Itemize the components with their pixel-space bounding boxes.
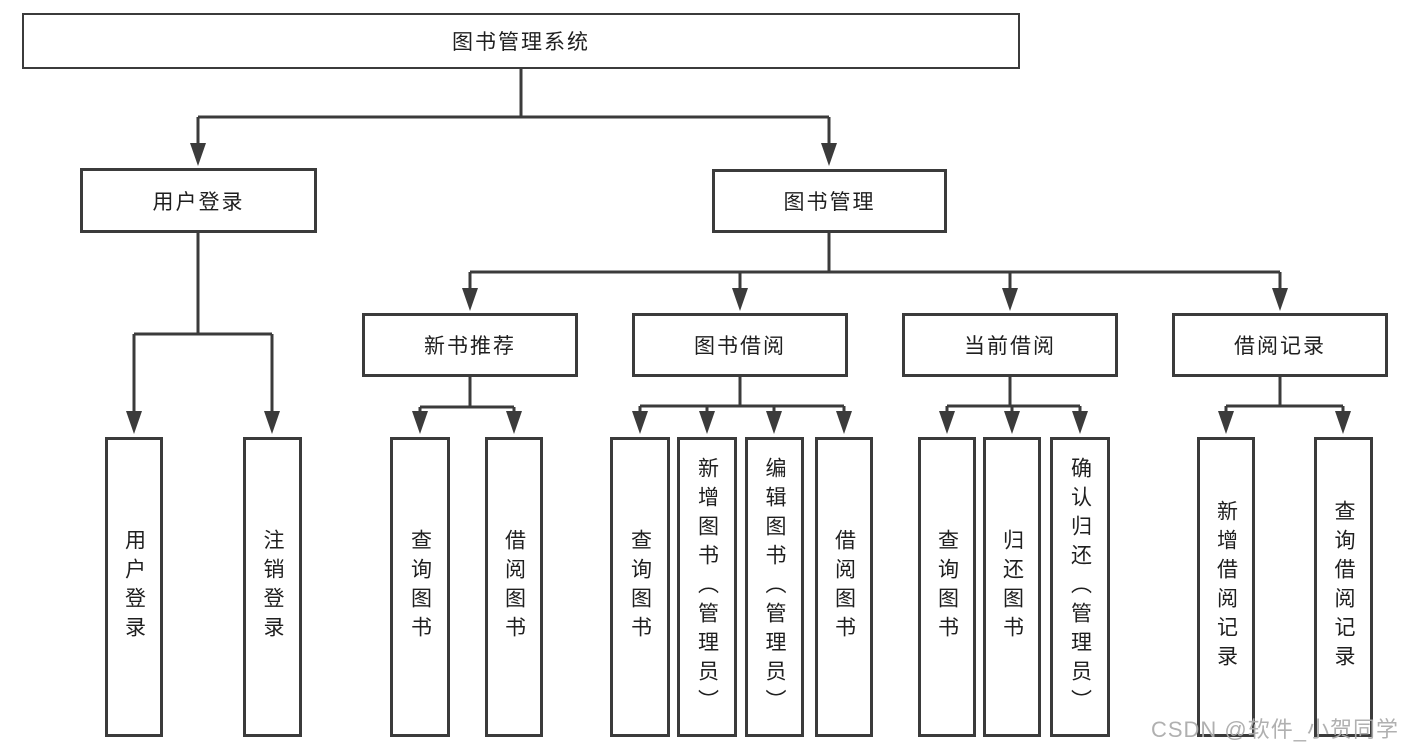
- leaf-user-login: 用户登录: [105, 437, 163, 737]
- leaf-search-books-borrowing: 查询图书: [610, 437, 670, 737]
- node-book-management: 图书管理: [712, 169, 947, 233]
- node-current-borrowing: 当前借阅: [902, 313, 1118, 377]
- leaf-borrow-book: 借阅图书: [815, 437, 873, 737]
- leaf-add-book-admin: 新增图书（管理员）: [677, 437, 737, 737]
- leaf-search-books-current: 查询图书: [918, 437, 976, 737]
- node-new-book-recommendation: 新书推荐: [362, 313, 578, 377]
- node-borrowing-records: 借阅记录: [1172, 313, 1388, 377]
- leaf-confirm-return-admin: 确认归还（管理员）: [1050, 437, 1110, 737]
- arrowheads: [126, 143, 1351, 434]
- leaf-return-book: 归还图书: [983, 437, 1041, 737]
- leaf-edit-book-admin: 编辑图书（管理员）: [745, 437, 804, 737]
- leaf-logout: 注销登录: [243, 437, 302, 737]
- leaf-search-books-recommend: 查询图书: [390, 437, 450, 737]
- leaf-query-borrow-record: 查询借阅记录: [1314, 437, 1373, 737]
- csdn-watermark: CSDN @软件_小贺同学: [1150, 717, 1399, 742]
- leaf-borrow-books-recommend: 借阅图书: [485, 437, 543, 737]
- leaf-add-borrow-record: 新增借阅记录: [1197, 437, 1255, 737]
- node-library-management-system: 图书管理系统: [22, 13, 1020, 69]
- node-user-login: 用户登录: [80, 168, 317, 233]
- node-book-borrowing: 图书借阅: [632, 313, 848, 377]
